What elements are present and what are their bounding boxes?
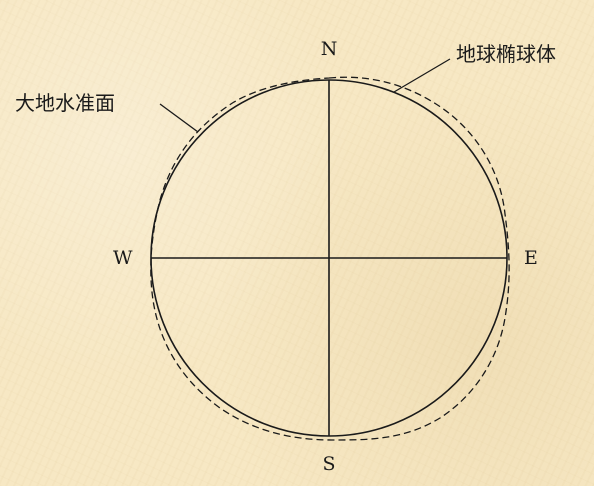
east-label: E (524, 247, 538, 269)
west-label: W (113, 247, 133, 269)
geoid-label: 大地水准面 (15, 91, 115, 115)
south-label: S (322, 453, 335, 475)
ellipsoid-leader-line (393, 58, 451, 93)
geoid-leader-line (159, 103, 199, 133)
ellipsoid-label: 地球椭球体 (456, 42, 556, 66)
geoid-outline (150, 76, 510, 441)
north-label: N (321, 38, 338, 60)
